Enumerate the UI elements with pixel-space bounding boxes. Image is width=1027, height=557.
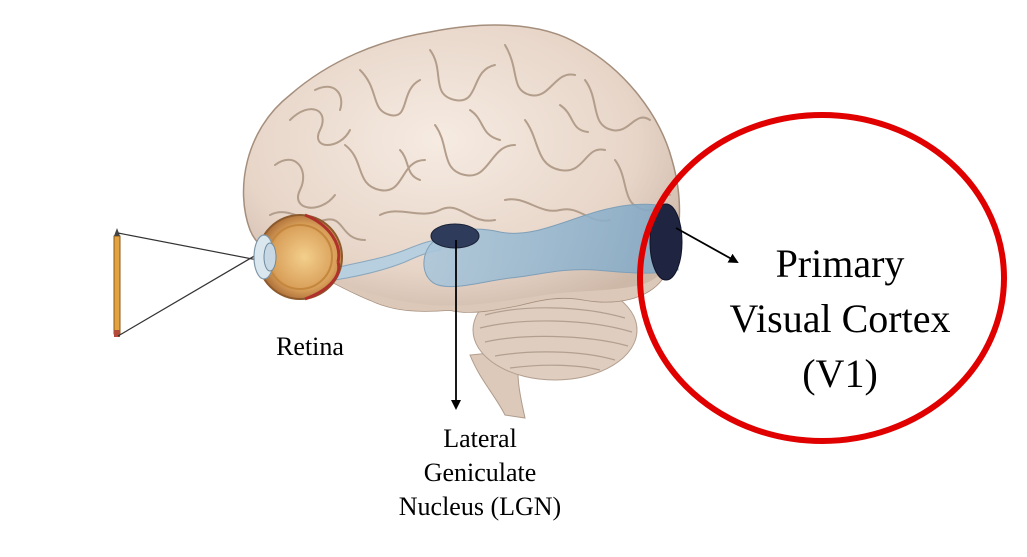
lgn-label-line-2: Geniculate [423, 458, 537, 487]
lgn-label-line-1: Lateral [443, 424, 517, 453]
v1-label-line-3: (V1) [802, 351, 878, 396]
v1-pointer-arrow [675, 227, 739, 263]
v1-label-line-2: Visual Cortex [729, 296, 951, 341]
lgn-label-line-3: Nucleus (LGN) [398, 492, 562, 521]
v1-label: Primary Visual Cortex (V1) [695, 236, 985, 401]
v1-label-line-1: Primary [775, 241, 905, 286]
optic-radiation [423, 203, 679, 288]
lgn-nucleus [430, 223, 480, 249]
eye-icon [253, 213, 343, 301]
lgn-label: Lateral Geniculate Nucleus (LGN) [360, 422, 600, 524]
v1-highlight-circle [637, 112, 1007, 444]
temporal-lobe [300, 250, 670, 313]
pencil-object [113, 228, 121, 337]
retina-label: Retina [276, 332, 344, 361]
v1-region [649, 203, 683, 281]
